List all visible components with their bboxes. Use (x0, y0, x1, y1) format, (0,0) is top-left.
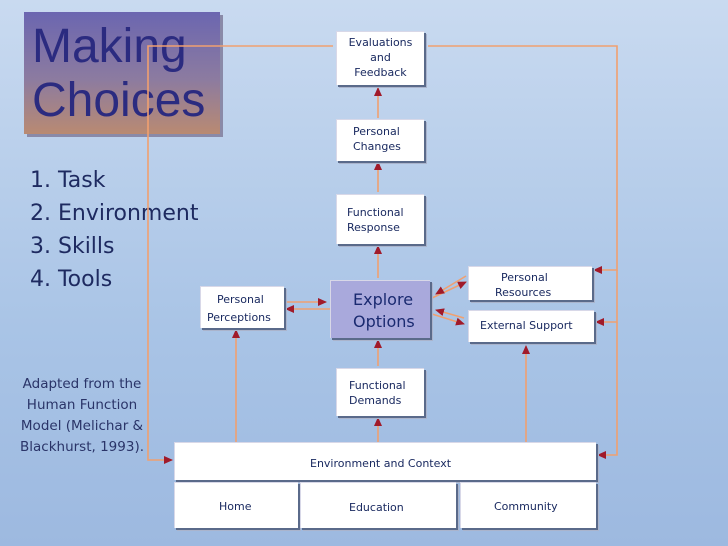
arrow-support-to-explore (435, 308, 465, 319)
box-label: Feedback (354, 66, 407, 79)
box-label: Home (219, 500, 252, 513)
box-label: Perceptions (207, 311, 271, 324)
box-label: Personal (217, 293, 264, 306)
arrow-explore-to-support (431, 313, 465, 326)
education-box: Education (300, 482, 456, 528)
box-label: Evaluations (348, 36, 413, 49)
step-item: 3. Skills (30, 234, 115, 259)
box-label: Functional (347, 206, 404, 219)
source-credit: Adapted from the Human Function Model (M… (19, 376, 144, 455)
right-loop-to-environment (597, 322, 618, 459)
explore-options-box: Explore Options (330, 280, 430, 338)
community-box: Community (460, 482, 596, 528)
box-label: Functional (349, 379, 406, 392)
box-label: Resources (495, 286, 552, 299)
steps-list: 1. Task 2. Environment 3. Skills 4. Tool… (30, 164, 198, 296)
step-item: 4. Tools (30, 267, 113, 292)
box-label: External Support (480, 319, 573, 332)
box-label: Explore (353, 290, 414, 309)
functional-demands-box: Functional Demands (336, 368, 424, 416)
step-item: 1. Task (30, 168, 106, 193)
box-label: and (370, 51, 391, 64)
personal-resources-box: Personal Resources (468, 266, 592, 300)
box-label: Changes (353, 140, 401, 153)
arrow-resources-to-explore (435, 275, 467, 295)
evaluations-feedback-box: Evaluations and Feedback (336, 31, 424, 85)
home-box: Home (174, 482, 298, 528)
personal-changes-box: Personal Changes (336, 119, 424, 161)
environment-context-box: Environment and Context (174, 442, 596, 480)
right-loop-to-resources (428, 45, 618, 274)
title-line-2: Choices (32, 74, 206, 127)
box-label: Options (353, 312, 415, 331)
box-label: Demands (349, 394, 402, 407)
step-item: 2. Environment (30, 201, 199, 226)
personal-perceptions-box: Personal Perceptions (200, 286, 284, 328)
box-label: Response (347, 221, 400, 234)
box-label: Environment and Context (310, 457, 452, 470)
box-label: Community (494, 500, 558, 513)
functional-response-box: Functional Response (336, 194, 424, 244)
box-label: Education (349, 501, 404, 514)
left-loop-line (147, 45, 333, 464)
box-label: Personal (353, 125, 400, 138)
right-loop-to-support (595, 270, 618, 326)
external-support-box: External Support (468, 310, 594, 342)
arrow-explore-to-resources (431, 281, 467, 299)
box-label: Personal (501, 271, 548, 284)
